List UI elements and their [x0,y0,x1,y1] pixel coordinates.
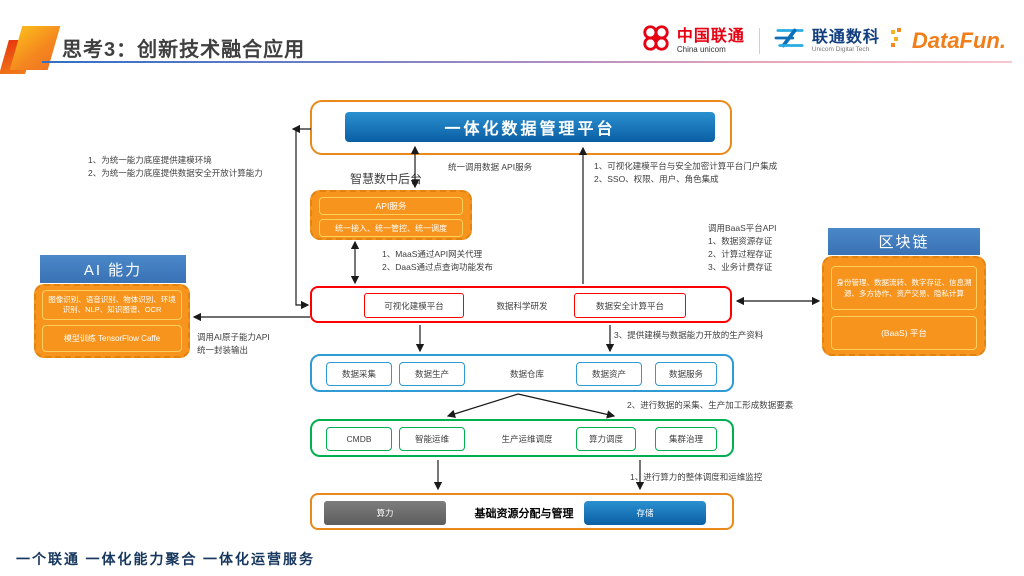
note-maas-line1: 1、MaaS通过API网关代理 [382,249,483,259]
infra-title-label: 基础资源分配与管理 [474,508,574,520]
title-divider [42,61,1012,63]
note-baas-line2: 1、数据资源存证 [708,236,773,246]
api-service-box: API服务 [319,197,463,215]
note-modeling-env-line1: 1、为统一能力底座提供建模环境 [88,155,212,165]
cmdb-box: CMDB [326,427,392,451]
note-api-call: 统一调用数据 API服务 [448,162,533,172]
digital-name-en: Unicom Digital Tech [811,45,870,53]
datafun-wordmark: DataFun. [911,27,1006,53]
blockchain-container: 身份管理、数据流转、数字存证、信息溯源、多方协作、资产交易、隐私计算 (BaaS… [822,256,986,356]
blockchain-capabilities-box: 身份管理、数据流转、数字存证、信息溯源、多方协作、资产交易、隐私计算 [831,266,977,310]
platform-row-frame: 可视化建模平台 数据科学研发 数据安全计算平台 [310,286,732,323]
note-maas-daas: 1、MaaS通过API网关代理 2、DaaS通过点查询功能发布 [382,248,493,274]
unified-access-box: 统一接入、统一管控、统一调度 [319,219,463,237]
logo-separator [758,27,760,54]
ai-capability-header: AI 能力 [40,255,186,283]
unicom-digital-logo: 联通数科 Unicom Digital Tech [774,24,880,57]
note-baas-api: 调用BaaS平台API 1、数据资源存证 2、计算过程存证 3、业务计费存证 [708,222,777,274]
storage-box: 存储 [584,501,706,525]
data-warehouse-label: 数据仓库 [509,369,544,379]
ops-row-frame: CMDB 智能运维 生产运维调度 算力调度 集群治理 [310,419,734,457]
note-ai-api-line1: 调用AI原子能力API [197,332,270,342]
visual-modeling-box: 可视化建模平台 [364,293,464,318]
secure-compute-box: 数据安全计算平台 [574,293,686,318]
data-row-frame: 数据采集 数据生产 数据仓库 数据资产 数据服务 [310,354,734,392]
unified-data-platform-box: 一体化数据管理平台 [345,112,715,142]
ops-schedule-label: 生产运维调度 [501,434,553,444]
note-step1: 1、进行算力的整体调度和运维监控 [630,472,763,482]
note-modeling-env: 1、为统一能力底座提供建模环境 2、为统一能力底座提供数据安全开放计算能力 [88,154,263,180]
data-collect-box: 数据采集 [326,362,392,386]
note-baas-line1: 调用BaaS平台API [708,223,777,233]
accent-shape-front [9,26,61,70]
unicom-name-cn: 中国联通 [676,27,745,45]
ai-capabilities-box: 图像识别、语音识别、物体识别、环境识别、NLP、知识图谱、OCR [42,290,182,320]
note-portal-line1: 1、可视化建模平台与安全加密计算平台门户集成 [594,161,778,171]
datafun-logo: DataFun. [890,27,1006,54]
aiops-box: 智能运维 [399,427,465,451]
unicom-knot-icon [641,22,671,59]
data-science-label: 数据科学研发 [496,300,548,311]
note-portal-integration: 1、可视化建模平台与安全加密计算平台门户集成 2、SSO、权限、用户、角色集成 [594,160,777,186]
page-title: 思考3：创新技术融合应用 [62,39,306,61]
note-maas-line2: 2、DaaS通过点查询功能发布 [382,262,493,272]
note-step3: 3、提供建模与数据能力开放的生产资料 [614,330,764,340]
note-baas-line4: 3、业务计费存证 [708,262,773,272]
data-service-box: 数据服务 [655,362,717,386]
note-ai-api-line2: 统一封装输出 [197,345,249,355]
china-unicom-logo: 中国联通 China unicom [641,22,745,59]
smart-mid-container: API服务 统一接入、统一管控、统一调度 [310,190,472,240]
smart-mid-label: 智慧数中后台 [350,172,423,186]
ai-training-box: 模型训练 TensorFlow Caffe [42,325,182,352]
slide-accent-icon [0,26,61,74]
ai-capability-container: 图像识别、语音识别、物体识别、环境识别、NLP、知识图谱、OCR 模型训练 Te… [34,284,190,358]
unicom-name-en: China unicom [676,44,726,54]
baas-platform-box: (BaaS) 平台 [831,316,977,350]
compute-schedule-box: 算力调度 [576,427,636,451]
note-modeling-env-line2: 2、为统一能力底座提供数据安全开放计算能力 [88,168,263,178]
digital-name-cn: 联通数科 [811,28,880,46]
blockchain-header: 区块链 [828,228,980,255]
datafun-pixels-icon [890,27,906,54]
cluster-mgmt-box: 集群治理 [655,427,717,451]
logo-bar: 中国联通 China unicom 联通数科 Unicom Digital Te… [641,22,1006,59]
note-portal-line2: 2、SSO、权限、用户、角色集成 [594,174,719,184]
note-ai-api: 调用AI原子能力API 统一封装输出 [197,331,270,357]
footer-slogan: 一个联通 一体化能力聚合 一体化运营服务 [16,553,315,568]
compute-box: 算力 [324,501,446,525]
digital-tech-icon [774,24,806,57]
note-baas-line3: 2、计算过程存证 [708,249,773,259]
data-asset-box: 数据资产 [576,362,642,386]
data-produce-box: 数据生产 [399,362,465,386]
infra-row-frame: 算力 基础资源分配与管理 存储 [310,493,734,530]
note-step2: 2、进行数据的采集、生产加工形成数据要素 [627,400,794,410]
